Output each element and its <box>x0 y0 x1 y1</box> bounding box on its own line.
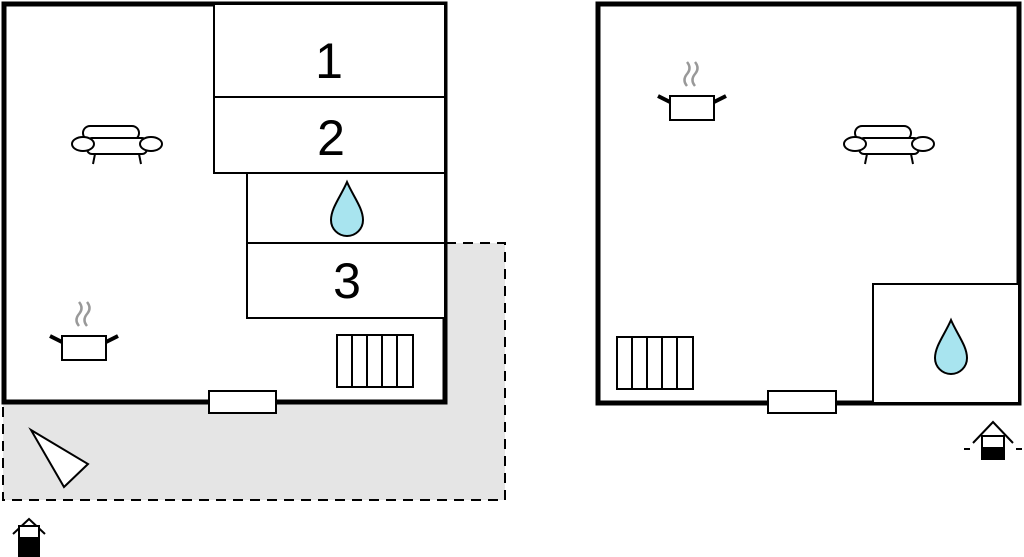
room-3 <box>246 242 446 319</box>
stairs-icon <box>616 336 694 390</box>
room-1-label: 1 <box>315 33 343 89</box>
room-1 <box>213 3 446 98</box>
room-3-label: 3 <box>333 253 361 309</box>
stairs-icon <box>336 334 414 388</box>
entrance-icon <box>12 517 46 557</box>
window <box>208 390 277 414</box>
room-2-label: 2 <box>317 110 345 166</box>
terrace <box>2 242 506 501</box>
window <box>767 390 837 414</box>
entrance-icon <box>964 420 1022 460</box>
compass-arrow-icon <box>28 427 90 489</box>
room-2 <box>213 96 446 174</box>
